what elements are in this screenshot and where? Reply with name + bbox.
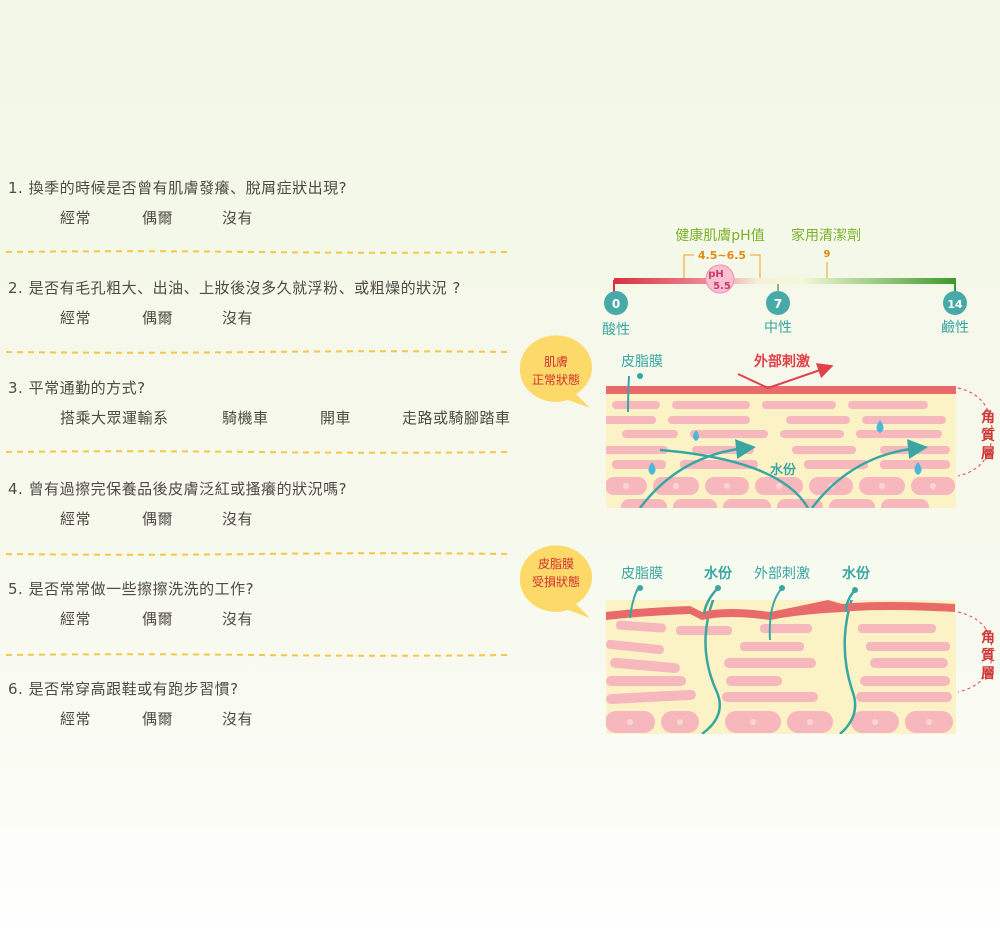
moisture-label-1: 水份: [704, 565, 733, 582]
option-never[interactable]: 沒有: [222, 510, 254, 528]
option-sometimes[interactable]: 偶爾: [142, 710, 174, 728]
stratum-label-2: 質: [981, 427, 995, 444]
normal-state-bubble: [519, 335, 592, 408]
question-title: 2. 是否有毛孔粗大、出油、上妝後沒多久就浮粉、或粗燥的狀況 ?: [8, 279, 461, 297]
option-never[interactable]: 沒有: [222, 610, 254, 628]
sebum-label: 皮脂膜: [621, 354, 663, 370]
stratum-label-1: 角: [981, 409, 995, 426]
ph-marker: [705, 264, 735, 294]
divider: [6, 450, 512, 454]
ph-tick-14: [943, 291, 967, 315]
ph-value: 5.5: [713, 281, 731, 292]
stratum-label-3: 層: [981, 446, 995, 462]
healthy-skin-ph-label: 健康肌膚pH值: [675, 227, 764, 244]
ph-tick-14-num: 14: [947, 298, 963, 311]
sebum-label: 皮脂膜: [621, 566, 663, 582]
ph-word: pH: [708, 269, 724, 280]
option-often[interactable]: 經常: [60, 209, 92, 227]
option-never[interactable]: 沒有: [222, 209, 254, 227]
option-often[interactable]: 經常: [60, 710, 92, 728]
question-title: 1. 換季的時候是否曾有肌膚發癢、脫屑症狀出現?: [8, 179, 348, 197]
bubble-text-line1: 肌膚: [544, 354, 568, 369]
divider: [6, 250, 512, 254]
ph-tick-0-num: 0: [612, 297, 620, 311]
sebum-layer: [606, 386, 956, 394]
questionnaire: 1. 換季的時候是否曾有肌膚發癢、脫屑症狀出現? 經常 偶爾 沒有 2. 是否有…: [6, 179, 512, 728]
option-never[interactable]: 沒有: [222, 309, 254, 327]
bubble-text-line1: 皮脂膜: [538, 556, 574, 571]
acidic-label: 酸性: [602, 322, 630, 338]
skin-ph-range: 4.5~6.5: [698, 249, 746, 262]
stratum-label-1: 角: [981, 629, 995, 646]
ph-scale: 健康肌膚pH值 家用清潔劑 4.5~6.5 9 pH 5.5 0 酸性 7 中性…: [602, 227, 969, 338]
divider: [6, 350, 512, 354]
external-stimulus-label: 外部刺激: [754, 565, 810, 582]
option-often[interactable]: 經常: [60, 309, 92, 327]
ph-tick-7-num: 7: [774, 297, 782, 311]
option-sometimes[interactable]: 偶爾: [142, 309, 174, 327]
option-sometimes[interactable]: 偶爾: [142, 209, 174, 227]
option-often[interactable]: 經常: [60, 510, 92, 528]
ph-tick-0: [604, 291, 628, 315]
bubble-text-line2: 受損狀態: [532, 574, 580, 589]
option-sometimes[interactable]: 偶爾: [142, 510, 174, 528]
ph-tick-7: [766, 291, 790, 315]
household-detergent-label: 家用清潔劑: [791, 227, 861, 244]
option-often[interactable]: 經常: [60, 610, 92, 628]
detergent-ph-value: 9: [824, 249, 831, 260]
option-never[interactable]: 沒有: [222, 710, 254, 728]
divider: [6, 552, 512, 556]
external-stimulus-label: 外部刺激: [754, 353, 810, 370]
option-sometimes[interactable]: 偶爾: [142, 610, 174, 628]
moisture-label-2: 水份: [842, 565, 871, 582]
normal-skin-illustration: 肌膚 正常狀態 皮脂膜 外部刺激: [519, 335, 995, 508]
question-title: 6. 是否常穿高跟鞋或有跑步習慣?: [8, 680, 239, 698]
neutral-label: 中性: [764, 320, 792, 336]
damaged-sebum-layer: [606, 600, 955, 620]
option-public-transport[interactable]: 搭乘大眾運輸系: [60, 409, 169, 427]
question-title: 5. 是否常常做一些擦擦洗洗的工作?: [8, 580, 255, 598]
question-title: 3. 平常通勤的方式?: [8, 379, 146, 397]
option-car[interactable]: 開車: [320, 409, 352, 427]
option-scooter[interactable]: 騎機車: [222, 409, 269, 427]
question-title: 4. 曾有過擦完保養品後皮膚泛紅或搔癢的狀況嗎?: [8, 480, 348, 498]
ph-gradient-bar: [614, 278, 956, 284]
divider: [6, 653, 512, 657]
water-drops: [648, 420, 922, 475]
stimulus-arrow: [737, 363, 834, 390]
option-walk-bike[interactable]: 走路或騎腳踏車: [402, 409, 511, 427]
damaged-skin-illustration: 皮脂膜 受損狀態 皮脂膜 水份 外部刺激 水份: [519, 545, 995, 734]
stratum-label-2: 質: [981, 647, 995, 664]
moisture-label: 水份: [770, 462, 797, 478]
bubble-text-line2: 正常狀態: [532, 372, 580, 387]
alkaline-label: 鹼性: [941, 319, 969, 336]
stratum-label-3: 層: [981, 666, 995, 682]
damaged-state-bubble: [519, 545, 592, 618]
